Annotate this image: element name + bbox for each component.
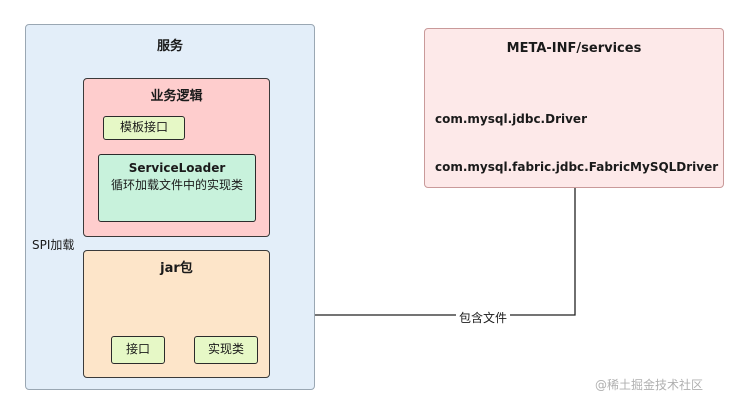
contains-file-label: 包含文件 <box>456 309 511 326</box>
template-interface-node: 模板接口 <box>103 116 185 140</box>
jar-package-title: jar包 <box>160 261 193 276</box>
service-title: 服务 <box>156 39 183 54</box>
service-loader-title: ServiceLoader <box>128 161 226 175</box>
contains-file-edge <box>271 188 576 319</box>
service-loader-description: 循环加载文件中的实现类 <box>110 178 243 192</box>
interface-node: 接口 <box>111 336 165 364</box>
meta-line-fabric-driver: com.mysql.fabric.jdbc.FabricMySQLDriver <box>435 160 719 174</box>
meta-inf-title: META-INF/services <box>506 41 642 56</box>
implementation-class-node: 实现类 <box>194 336 258 364</box>
service-loader-node: ServiceLoader 循环加载文件中的实现类 <box>98 154 256 222</box>
meta-inf-services-container: META-INF/services com.mysql.jdbc.Driver … <box>424 28 724 188</box>
spi-load-label: SPI加载 <box>30 236 77 253</box>
watermark: @稀土掘金技术社区 <box>595 378 704 392</box>
business-logic-title: 业务逻辑 <box>150 89 203 104</box>
meta-line-driver: com.mysql.jdbc.Driver <box>435 112 587 126</box>
